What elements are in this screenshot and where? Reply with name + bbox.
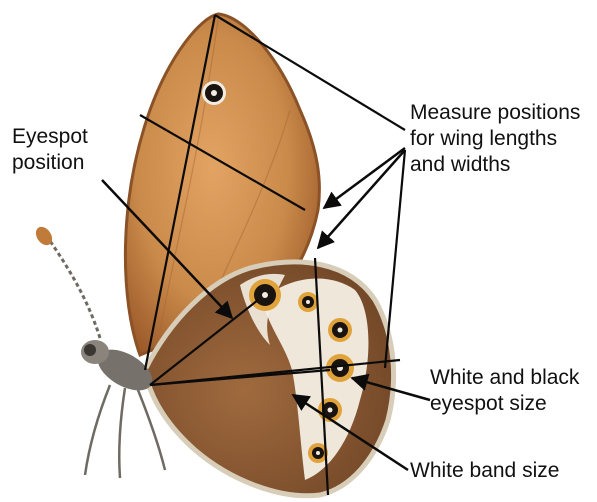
measure-pointer-bottom: [385, 150, 405, 368]
antenna: [33, 224, 100, 338]
measure-positions-label: Measure positions for wing lengths and w…: [410, 100, 580, 178]
arrow-measure-2: [318, 150, 405, 248]
hindwing-eyespot: [298, 292, 318, 312]
hindwing-eyespot-large: [249, 279, 281, 311]
arrow-measure-1: [324, 148, 405, 208]
eyespot-position-label: Eyespot position: [12, 124, 88, 176]
eyespot-size-label: White and black eyespot size: [430, 365, 579, 417]
white-band-size-label: White band size: [410, 458, 559, 484]
hindwing-eyespot: [328, 318, 352, 342]
forewing-eyespot: [202, 81, 226, 105]
